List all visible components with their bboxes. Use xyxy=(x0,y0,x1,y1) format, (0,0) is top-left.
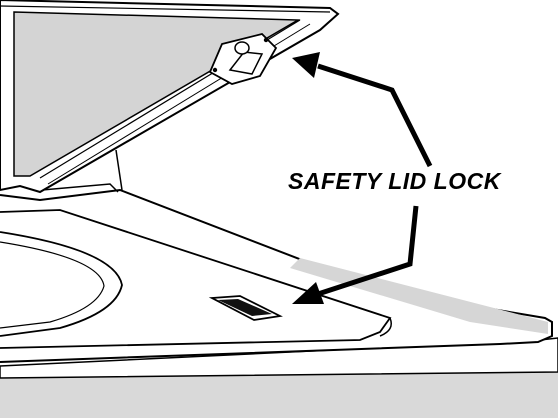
lid-lock-slot xyxy=(208,295,283,321)
lock-tab-screw xyxy=(234,41,250,55)
lid-lock-tab xyxy=(208,33,278,85)
lock-tab-slot xyxy=(228,51,264,75)
lid-support-line xyxy=(115,149,123,191)
tub-opening-inner xyxy=(0,241,105,329)
arrow-to-deck-slot xyxy=(317,205,419,297)
deck-corner-curve xyxy=(379,317,392,337)
lid-top-edge xyxy=(0,5,331,13)
washer-lid xyxy=(0,0,340,194)
arrow-to-lid-tab xyxy=(317,63,433,168)
lock-tab-plate xyxy=(208,33,278,85)
hinge-line xyxy=(41,183,119,193)
tub-opening-outer xyxy=(0,231,123,337)
washer-top-deck xyxy=(0,149,558,418)
safety-lid-lock-label: SAFETY LID LOCK xyxy=(288,168,501,194)
lock-tab-rivet-left xyxy=(212,67,218,73)
deck-shading xyxy=(290,258,548,334)
deck-inner-edge xyxy=(0,209,392,349)
arrowhead-top xyxy=(292,52,320,78)
top-deck-outline xyxy=(0,188,553,363)
arrowhead-bottom xyxy=(292,282,324,304)
slot-opening xyxy=(218,299,272,316)
lock-tab-rivet-right xyxy=(263,37,269,43)
callout-arrows xyxy=(292,52,433,304)
cabinet-front-band xyxy=(0,372,558,418)
